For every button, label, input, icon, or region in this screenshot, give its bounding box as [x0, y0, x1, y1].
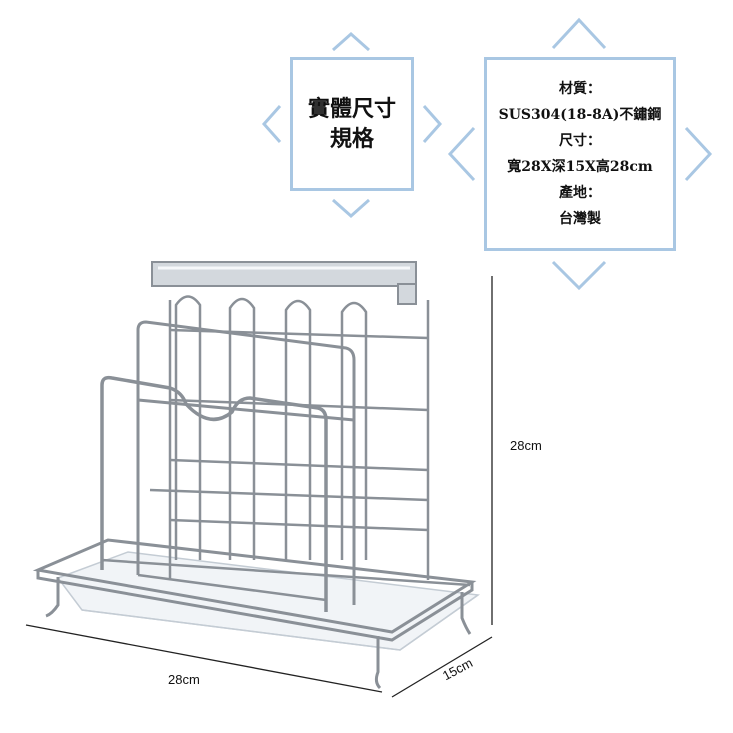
- chevron-right-icon: [422, 105, 443, 143]
- chevron-left-icon: [261, 105, 282, 143]
- chevron-down-icon: [332, 198, 370, 219]
- material-value: SUS304(18-8A)不鏽鋼: [498, 107, 662, 123]
- height-label: 28cm: [510, 438, 542, 453]
- size-value: 寬28X深15X高28cm: [507, 159, 653, 175]
- chevron-up-icon: [551, 17, 607, 50]
- title-box: 實體尺寸 規格: [290, 57, 414, 191]
- base-frame: [32, 538, 477, 642]
- chevron-left-icon: [447, 126, 476, 182]
- origin-label: 產地：: [559, 185, 601, 201]
- legs: [45, 577, 472, 690]
- material-label: 材質：: [559, 81, 601, 97]
- width-dimension-line: [25, 624, 383, 693]
- origin-value: 台灣製: [559, 211, 601, 227]
- title-line-1: 實體尺寸: [307, 96, 396, 122]
- cross-bars: [101, 488, 471, 602]
- wire-arches: [174, 295, 368, 560]
- size-label: 尺寸：: [559, 133, 601, 149]
- width-label: 28cm: [168, 672, 200, 687]
- chevron-down-icon: [551, 260, 607, 291]
- middle-frame: [136, 320, 356, 605]
- knife-holder-bar: [151, 261, 417, 305]
- front-frame: [100, 375, 328, 612]
- depth-dimension-line: [391, 636, 493, 698]
- drip-tray: [56, 551, 481, 651]
- spec-box: 材質： SUS304(18-8A)不鏽鋼 尺寸： 寬28X深15X高28cm 產…: [484, 57, 676, 251]
- title-line-2: 規格: [329, 126, 374, 152]
- chevron-right-icon: [684, 126, 713, 182]
- chevron-up-icon: [332, 31, 370, 52]
